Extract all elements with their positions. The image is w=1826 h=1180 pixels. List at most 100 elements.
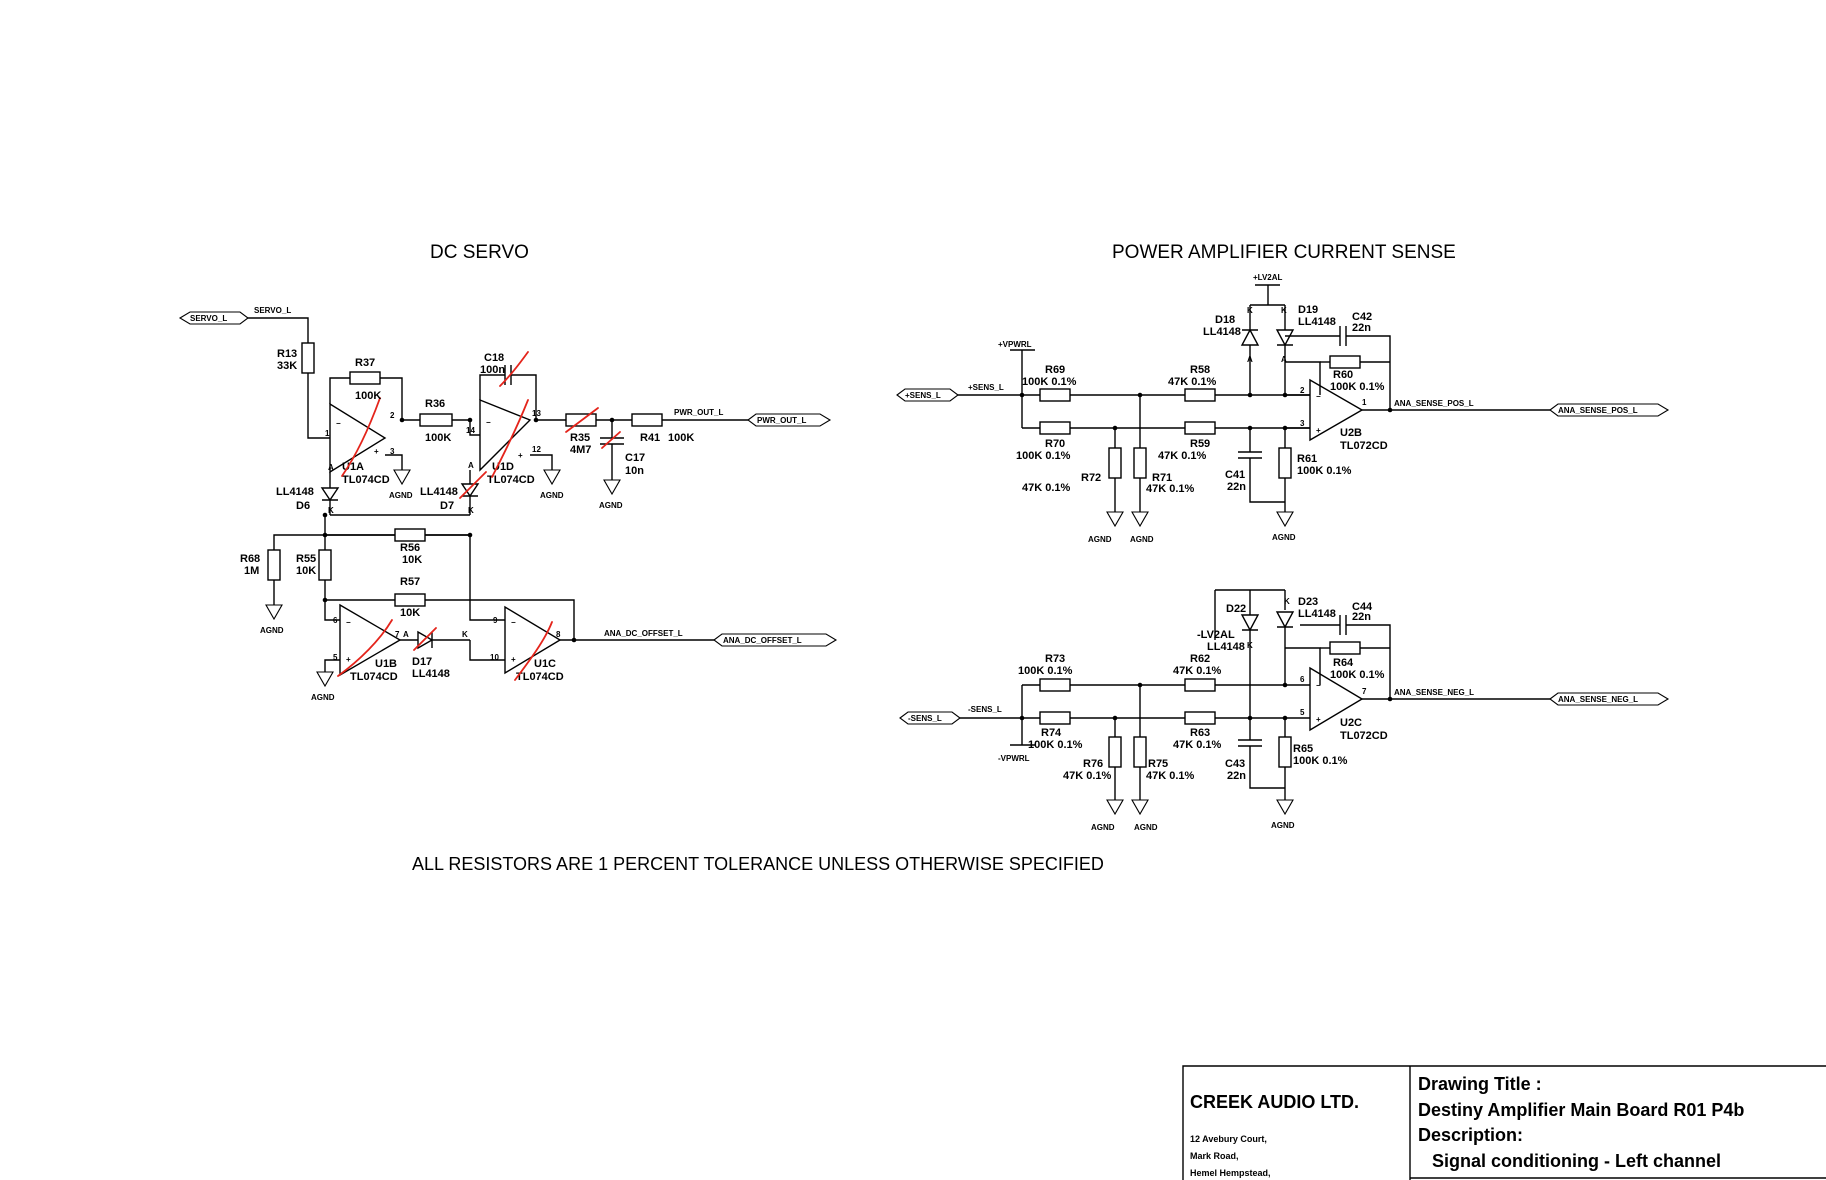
components-c42-value-label: 22n <box>1352 322 1371 334</box>
nets-ana-sense-neg-l-label: ANA_SENSE_NEG_L <box>1394 688 1474 697</box>
svg-text:+: + <box>518 451 523 460</box>
tolerance-note: ALL RESISTORS ARE 1 PERCENT TOLERANCE UN… <box>412 854 1104 874</box>
components-u2b-value-label: TL072CD <box>1340 440 1388 452</box>
port-sens-pos-l: +SENS_L <box>896 388 959 402</box>
resistor-r72 <box>1108 447 1122 479</box>
pins-cathode-label: K <box>1247 306 1253 315</box>
resistor-r41 <box>631 413 663 427</box>
svg-text:+: + <box>511 655 516 664</box>
dc-servo-title: DC SERVO <box>430 242 529 263</box>
components-u1d-ref-label: U1D <box>492 461 514 473</box>
components-c44-value-label: 22n <box>1352 611 1371 623</box>
pins-u2b-out-label: 1 <box>1362 398 1367 407</box>
opamp-u1a <box>329 402 387 474</box>
pins-u2c-inv-label: 6 <box>1300 675 1305 684</box>
components-r57-value-label: 10K <box>400 607 420 619</box>
components-c17-ref-label: C17 <box>625 452 645 464</box>
resistor-r68 <box>267 549 281 581</box>
port-servo-l: SERVO_L <box>178 311 249 325</box>
description: Signal conditioning - Left channel <box>1432 1151 1721 1171</box>
nets-sens-neg-l-label: -SENS_L <box>968 705 1002 714</box>
components-r73-ref-label: R73 <box>1045 653 1065 665</box>
pins-u2b-non-label: 3 <box>1300 419 1305 428</box>
address-line-1: 12 Avebury Court, <box>1190 1134 1267 1144</box>
pins-u1a-inv-label: 1 <box>325 429 330 438</box>
address-line-3: Hemel Hempstead, <box>1190 1168 1271 1178</box>
resistor-r60 <box>1329 355 1361 369</box>
pins-cathode-label: K <box>1281 306 1287 315</box>
resistor-r64 <box>1329 641 1361 655</box>
pins-u2b-inv-label: 2 <box>1300 386 1305 395</box>
pins-cathode-label: K <box>462 630 468 639</box>
components-r55-value-label: 10K <box>296 565 316 577</box>
ports-sens-pos-l-label: +SENS_L <box>905 391 941 400</box>
components-u1c-value-label: TL074CD <box>516 671 564 683</box>
redline-r35 <box>565 407 599 433</box>
redline-c18 <box>499 351 529 387</box>
diode-d7 <box>460 483 480 498</box>
ports-ana-sense-pos-l-label: ANA_SENSE_POS_L <box>1558 406 1638 415</box>
opamp-u1b <box>339 603 402 677</box>
components-r58-value-label: 47K 0.1% <box>1168 376 1217 388</box>
components-r65-value-label: 100K 0.1% <box>1293 755 1348 767</box>
port-ana-sense-pos-l: ANA_SENSE_POS_L <box>1549 403 1670 417</box>
title-block: CREEK AUDIO LTD. 12 Avebury Court, Mark … <box>1182 1065 1826 1180</box>
redline-u1c <box>514 621 553 681</box>
components-d7-ref-label: D7 <box>440 500 454 512</box>
components-r74-ref-label: R74 <box>1041 727 1062 739</box>
components-r13-value-label: 33K <box>277 360 297 372</box>
components-r65-ref-label: R65 <box>1293 743 1313 755</box>
dc-servo-section: SERVO_L SERVO_L R13 33K − + 1 2 3 U1A TL… <box>178 306 838 702</box>
pins-cathode-label: K <box>1247 641 1253 650</box>
nets-agnd-label: AGND <box>1272 533 1296 542</box>
drawing-title-label: Drawing Title : <box>1418 1074 1542 1094</box>
diode-d18 <box>1240 328 1260 346</box>
components-d6-value-label: LL4148 <box>276 486 314 498</box>
pins-anode-label: A <box>1281 355 1287 364</box>
svg-text:−: − <box>346 618 351 627</box>
components-r41-ref-label: R41 <box>640 432 660 444</box>
components-r71-value-label: 47K 0.1% <box>1146 483 1195 495</box>
redline-u1d <box>491 399 529 478</box>
components-c43-ref-label: C43 <box>1225 758 1245 770</box>
svg-text:−: − <box>1316 681 1321 690</box>
components-c41-value-label: 22n <box>1227 481 1246 493</box>
components-c43-value-label: 22n <box>1227 770 1246 782</box>
port-ana-dc-offset-l: ANA_DC_OFFSET_L <box>713 633 838 647</box>
pins-u1d-out-label: 13 <box>532 409 541 418</box>
components-c18-value-label: 100n <box>480 364 505 376</box>
components-c42-ref-label: C42 <box>1352 311 1372 323</box>
components-r37-value-label: 100K <box>355 390 381 402</box>
nets-sens-pos-l-label: +SENS_L <box>968 383 1004 392</box>
components-r73-value-label: 100K 0.1% <box>1018 665 1073 677</box>
nets-agnd-label: AGND <box>311 693 335 702</box>
components-c18-ref-label: C18 <box>484 352 504 364</box>
diode-d23 <box>1275 611 1295 629</box>
components-u2c-value-label: TL072CD <box>1340 730 1388 742</box>
components-r57-ref-label: R57 <box>400 576 420 588</box>
components-r72-value-label: 47K 0.1% <box>1022 482 1071 494</box>
components-r71-ref-label: R71 <box>1152 472 1172 484</box>
pins-u1b-non-label: 5 <box>333 653 338 662</box>
components-r64-value-label: 100K 0.1% <box>1330 669 1385 681</box>
nets-agnd-label: AGND <box>1130 535 1154 544</box>
port-pwr-out-l: PWR_OUT_L <box>747 413 832 427</box>
components-r61-ref-label: R61 <box>1297 453 1317 465</box>
current-sense-neg-section: -SENS_L -SENS_L -VPWRL R73 100K 0.1% R74… <box>899 589 1670 832</box>
components-r36-value-label: 100K <box>425 432 451 444</box>
resistor-r74 <box>1039 711 1071 725</box>
components-r37-ref-label: R37 <box>355 357 375 369</box>
nets-ana-dc-offset-l-label: ANA_DC_OFFSET_L <box>604 629 683 638</box>
components-r76-ref-label: R76 <box>1083 758 1103 770</box>
nets-agnd-label: AGND <box>540 491 564 500</box>
components-u2c-ref-label: U2C <box>1340 717 1362 729</box>
components-r72-ref-label: R72 <box>1081 472 1101 484</box>
resistor-r59 <box>1184 421 1216 435</box>
port-sens-neg-l: -SENS_L <box>899 711 961 725</box>
components-r35-ref-label: R35 <box>570 432 590 444</box>
nets-lv2al-pos-label: +LV2AL <box>1253 273 1283 282</box>
components-r60-value-label: 100K 0.1% <box>1330 381 1385 393</box>
components-r69-value-label: 100K 0.1% <box>1022 376 1077 388</box>
pins-u1a-non-label: 3 <box>390 447 395 456</box>
